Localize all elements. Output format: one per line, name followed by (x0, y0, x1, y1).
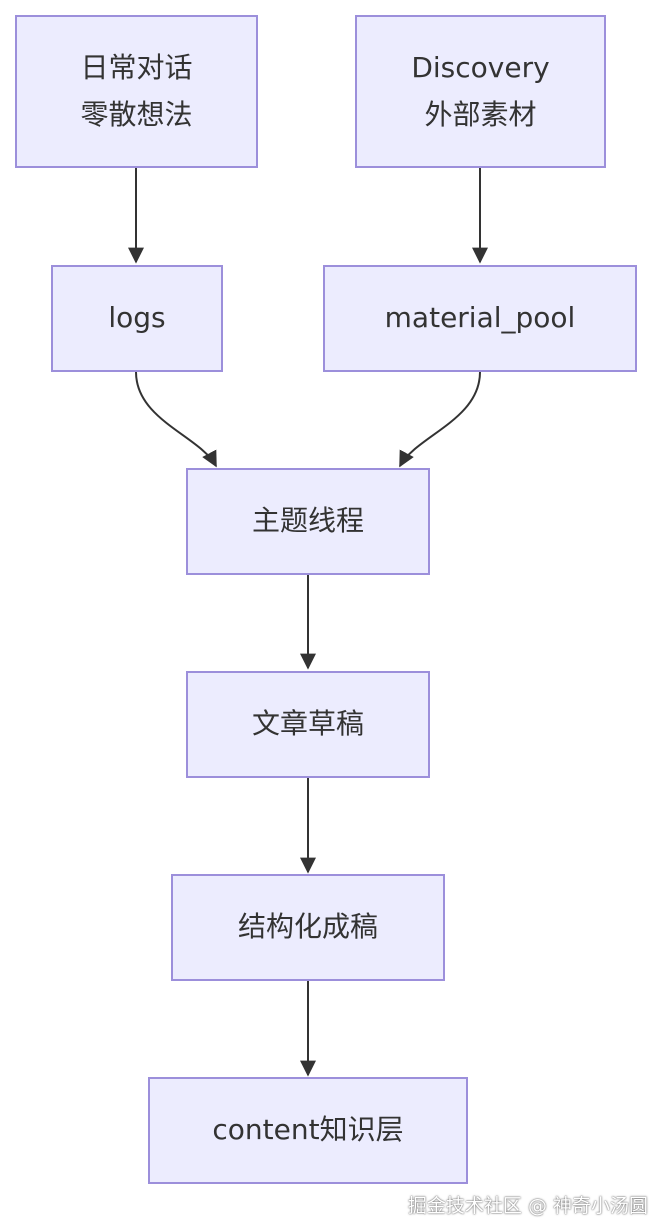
node-daily-conversation-line1: 日常对话 (80, 51, 193, 85)
node-discovery-line2: 外部素材 (424, 97, 537, 131)
node-logs-label: logs (108, 301, 166, 335)
node-daily-conversation-line2: 零散想法 (80, 97, 193, 131)
node-topic-thread: 主题线程 (186, 468, 430, 575)
node-logs: logs (51, 265, 223, 372)
edge-material-pool-to-topic-thread (399, 371, 481, 468)
node-discovery: Discovery 外部素材 (355, 15, 606, 168)
node-content-knowledge-layer-label: content知识层 (212, 1113, 404, 1147)
node-topic-thread-label: 主题线程 (251, 504, 364, 538)
node-daily-conversation: 日常对话 零散想法 (15, 15, 258, 168)
node-material-pool-label: material_pool (384, 301, 576, 335)
node-article-draft-label: 文章草稿 (251, 707, 364, 741)
node-material-pool: material_pool (323, 265, 637, 372)
watermark: 掘金技术社区 @ 神奇小汤圆 (407, 1195, 648, 1217)
edge-logs-to-topic-thread (135, 371, 217, 468)
node-article-draft: 文章草稿 (186, 671, 430, 778)
node-discovery-line1: Discovery (411, 51, 550, 85)
node-content-knowledge-layer: content知识层 (148, 1077, 468, 1184)
node-structured-draft: 结构化成稿 (171, 874, 445, 981)
node-structured-draft-label: 结构化成稿 (237, 910, 378, 944)
